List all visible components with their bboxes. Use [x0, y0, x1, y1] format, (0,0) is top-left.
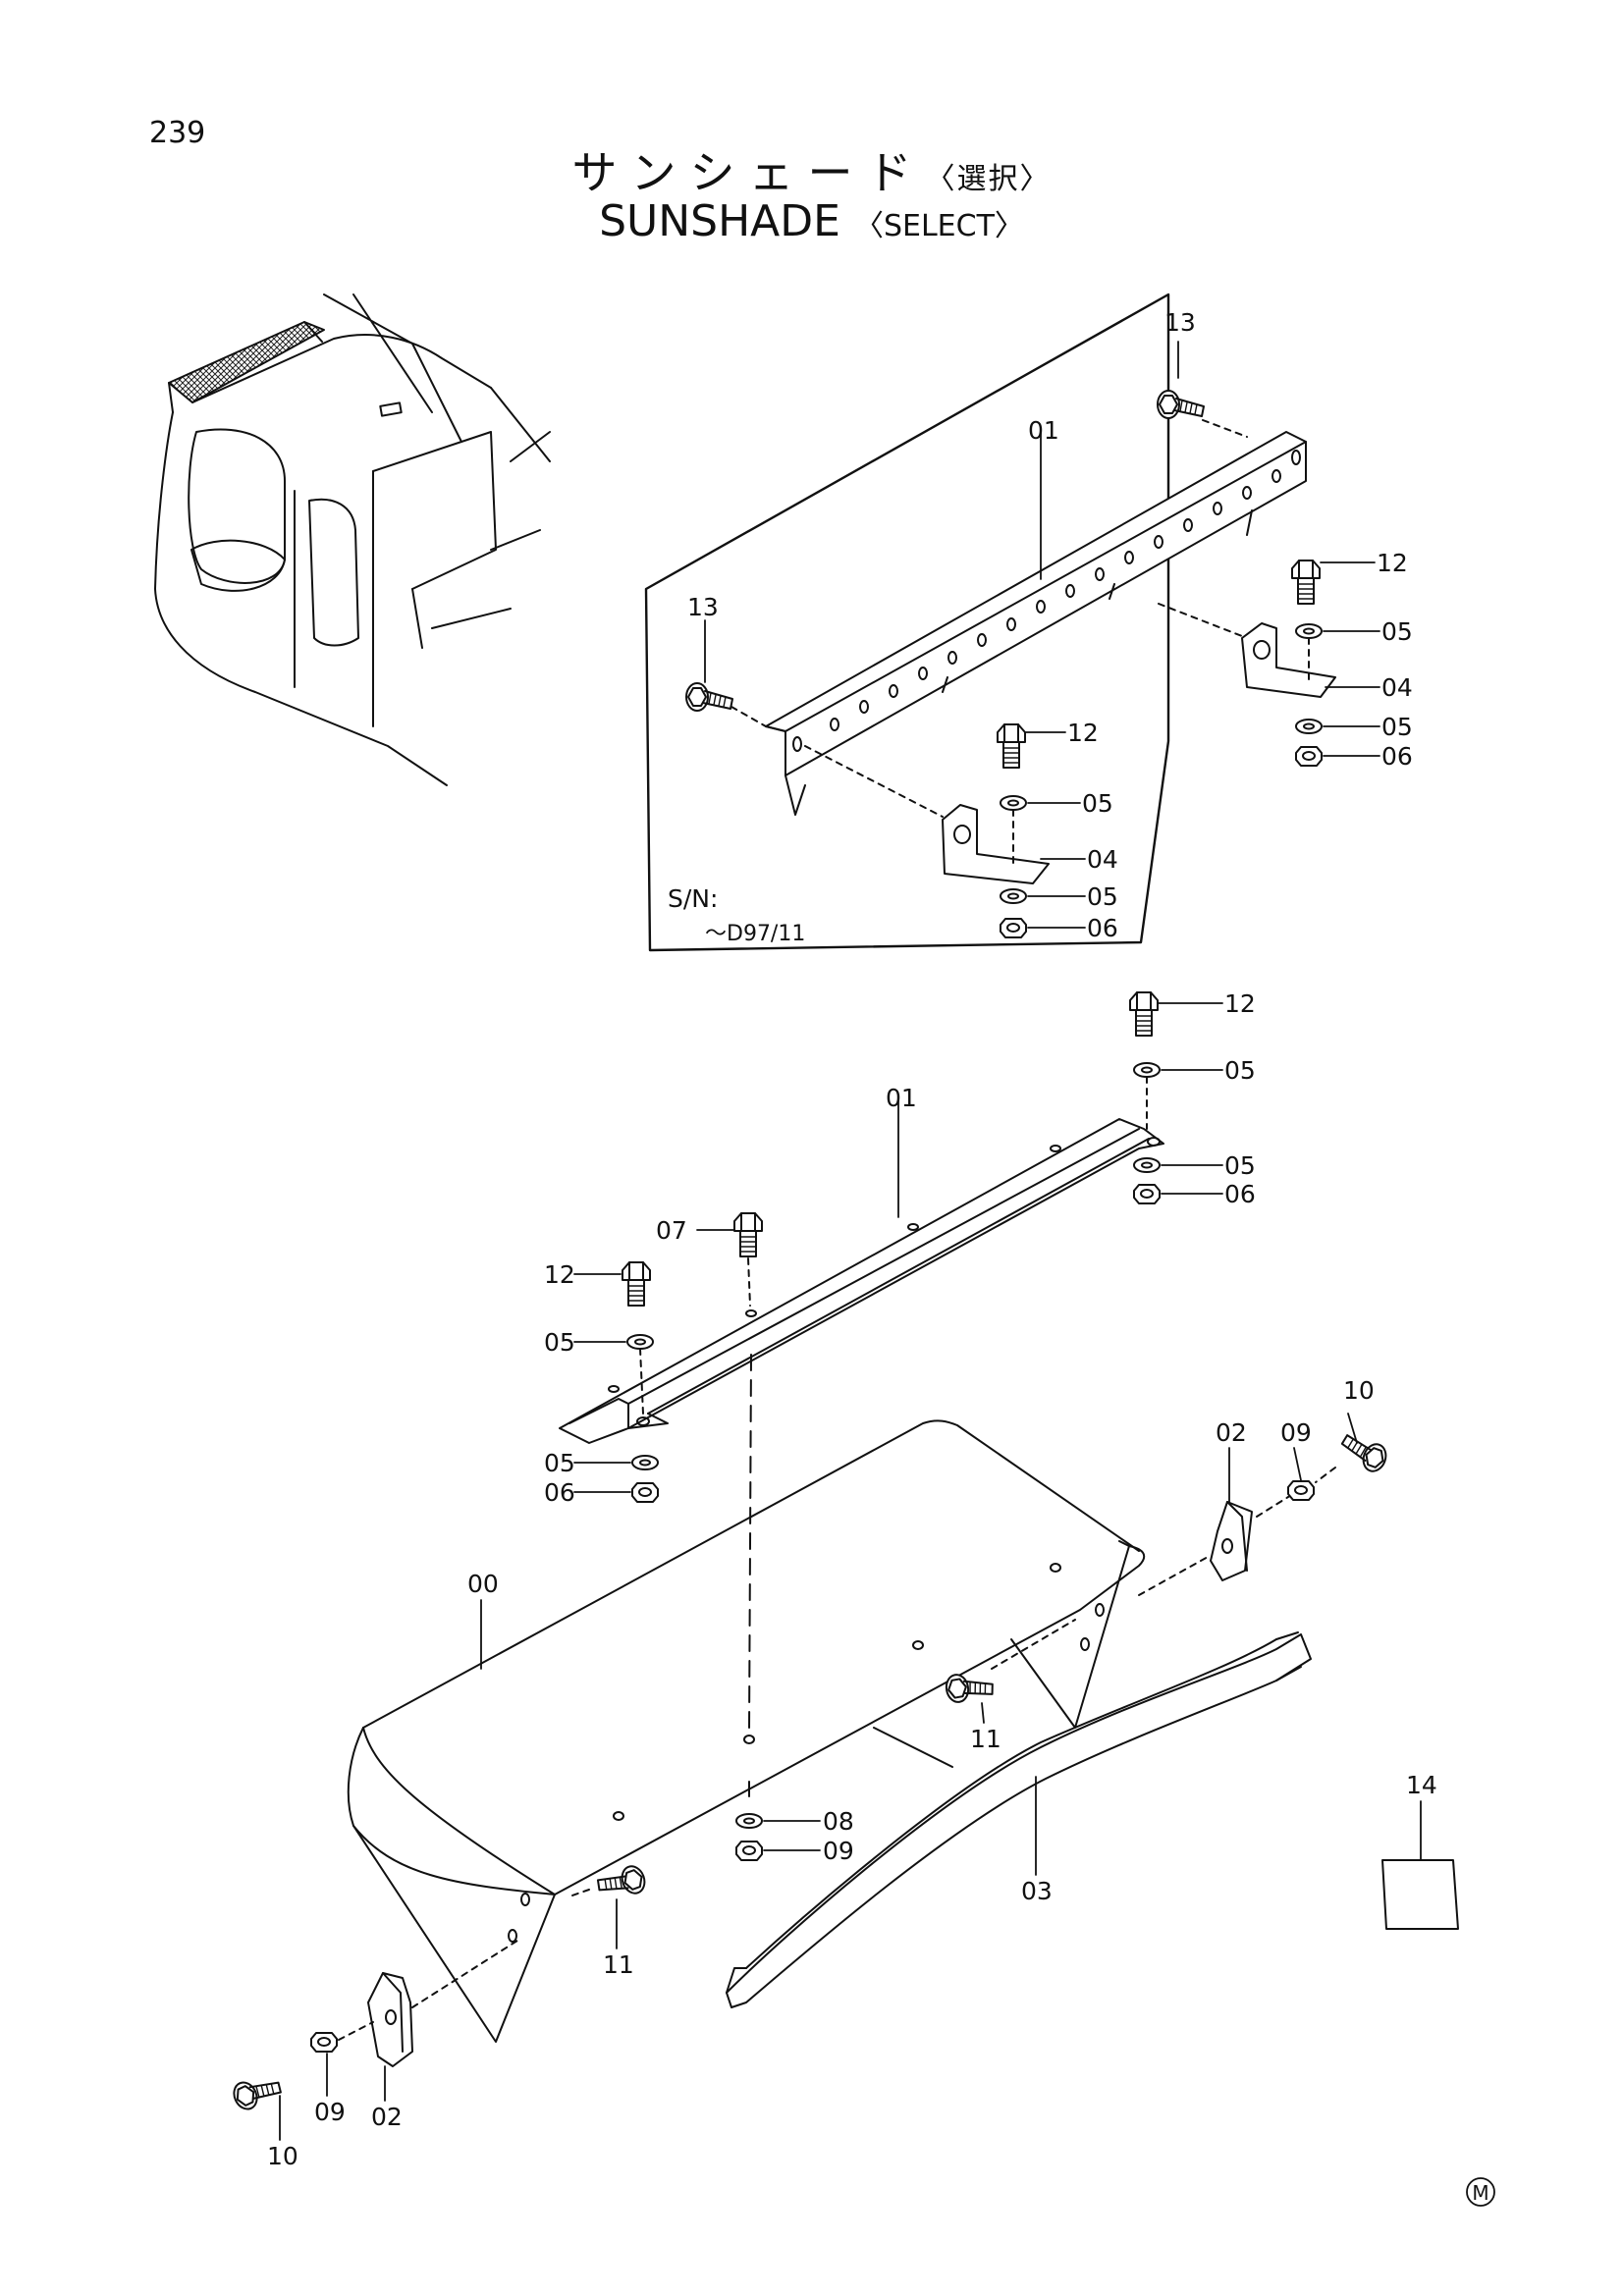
callout-13-inset-top: 13: [1164, 308, 1196, 337]
title-english-suffix: 〈SELECT〉: [853, 209, 1024, 243]
serial-range: ～D97/11: [705, 922, 805, 946]
title-japanese: サンシェード〈選択〉: [0, 137, 1623, 202]
callout-07-main: 07: [656, 1216, 687, 1245]
cab-location-sketch: [154, 294, 551, 786]
title-english: SUNSHADE 〈SELECT〉: [0, 196, 1623, 246]
inset-bracket-center: [804, 723, 1050, 938]
callout-13-inset-left: 13: [687, 593, 719, 621]
caution-label-part: [1381, 1859, 1459, 1930]
callout-09-main-right: 09: [1280, 1418, 1312, 1447]
sunshade-body: [347, 1419, 1146, 2043]
main-bracket-left: [229, 1938, 521, 2114]
callout-09-main-left: 09: [314, 2098, 346, 2126]
callout-05-inset-center-2: 05: [1087, 882, 1118, 911]
title-japanese-text: サンシェード: [571, 146, 926, 199]
maker-mark-letter: M: [1472, 2181, 1488, 2205]
callout-05-main-right-1: 05: [1224, 1056, 1256, 1085]
callout-09-main-center: 09: [823, 1837, 854, 1865]
callout-04-inset-center: 04: [1087, 845, 1118, 874]
title-japanese-suffix: 〈選択〉: [925, 162, 1052, 196]
page-number: 239: [149, 116, 206, 150]
callout-12-main-left: 12: [544, 1260, 575, 1289]
callout-05-main-left-2: 05: [544, 1449, 575, 1477]
callout-05-main-left-1: 05: [544, 1328, 575, 1357]
inset-rail-part: [765, 431, 1307, 816]
callout-12-inset-center: 12: [1067, 719, 1099, 747]
callout-12-main-right: 12: [1224, 989, 1256, 1018]
callout-11-main-left: 11: [603, 1950, 634, 1979]
inset-frame: [644, 293, 1170, 952]
rubber-seal-part: [726, 1631, 1312, 2008]
callout-06-inset-center: 06: [1087, 914, 1118, 942]
callout-02-main-left: 02: [371, 2103, 403, 2131]
callout-00-sunshade: 00: [467, 1570, 499, 1598]
callout-05-inset-center-1: 05: [1082, 789, 1113, 818]
callout-01-inset-rail: 01: [1028, 416, 1059, 445]
callout-12-inset-right: 12: [1377, 549, 1408, 577]
callout-06-main-left: 06: [544, 1478, 575, 1507]
main-rail-part: [559, 1118, 1164, 1444]
callout-10-main-left: 10: [267, 2142, 298, 2170]
callout-05-main-right-2: 05: [1224, 1151, 1256, 1180]
callout-03-seal: 03: [1021, 1877, 1053, 1905]
callout-11-main-right: 11: [970, 1725, 1001, 1753]
inset-bracket-right: [1158, 560, 1336, 767]
callout-01-main-rail: 01: [886, 1084, 917, 1112]
callout-04-inset-right: 04: [1381, 673, 1413, 702]
callout-05-inset-right-1: 05: [1381, 617, 1413, 646]
callout-14-label: 14: [1406, 1771, 1437, 1799]
callout-10-main-right: 10: [1343, 1376, 1375, 1405]
title-english-text: SUNSHADE: [599, 196, 840, 246]
callout-02-main-right: 02: [1216, 1418, 1247, 1447]
callout-06-main-right: 06: [1224, 1180, 1256, 1208]
callout-05-inset-right-2: 05: [1381, 713, 1413, 741]
serial-prefix: S/N:: [668, 884, 718, 913]
maker-mark-icon: M: [1466, 2177, 1495, 2207]
callout-08-main: 08: [823, 1807, 854, 1836]
callout-06-inset-right: 06: [1381, 742, 1413, 771]
main-bracket-right: [1138, 1431, 1391, 1596]
